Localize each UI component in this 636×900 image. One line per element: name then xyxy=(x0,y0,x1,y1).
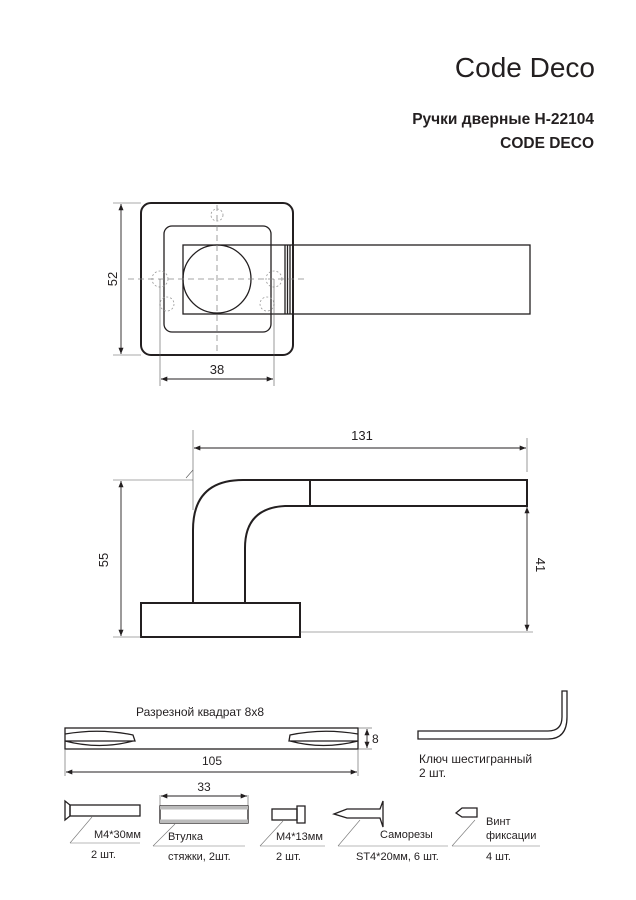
set-screw-qty: 4 шт. xyxy=(486,851,511,863)
top-view: 52 38 xyxy=(105,202,531,386)
sleeve-label: Втулка xyxy=(168,831,204,843)
sleeve: 33 Втулка стяжки, 2шт. xyxy=(152,780,249,863)
wood-screws-qty: ST4*20мм, 6 шт. xyxy=(356,851,439,863)
bolt-m4x30-qty: 2 шт. xyxy=(91,849,116,861)
hex-key: Ключ шестигранный 2 шт. xyxy=(417,690,568,780)
dim-label-55: 55 xyxy=(96,553,111,567)
sleeve-qty: стяжки, 2шт. xyxy=(168,851,231,863)
wood-screws-label: Саморезы xyxy=(380,829,433,841)
set-screw-label-1: Винт xyxy=(486,816,511,828)
bolt-m4x13: M4*13мм 2 шт. xyxy=(259,805,325,863)
dim-label-41: 41 xyxy=(533,558,548,572)
sleeve-dim-33: 33 xyxy=(197,780,211,794)
lever-top xyxy=(182,244,531,315)
bolt-m4x13-label: M4*13мм xyxy=(276,831,323,843)
hex-key-qty: 2 шт. xyxy=(419,766,446,780)
rosette-side xyxy=(140,602,301,638)
side-view: 131 55 41 xyxy=(96,428,548,638)
product-title: Ручки дверные H-22104 xyxy=(412,111,594,128)
dim-label-38: 38 xyxy=(210,362,224,377)
set-screw: Винт фиксации 4 шт. xyxy=(451,807,540,863)
square-bar-label: Разрезной квадрат 8x8 xyxy=(136,705,264,719)
square-bar-dim-8: 8 xyxy=(372,732,379,746)
bolt-m4x30-label: M4*30мм xyxy=(94,829,141,841)
dim-label-131: 131 xyxy=(351,428,373,443)
square-bar: Разрезной квадрат 8x8 8 105 xyxy=(64,705,379,776)
set-screw-label-2: фиксации xyxy=(486,830,536,842)
dim-label-52: 52 xyxy=(105,272,120,286)
bolt-m4x30: M4*30мм 2 шт. xyxy=(64,799,141,861)
square-bar-dim-105: 105 xyxy=(202,754,222,768)
brand-logo: Code Deco xyxy=(455,52,595,83)
product-brand: CODE DECO xyxy=(500,135,594,152)
hex-key-label: Ключ шестигранный xyxy=(419,752,532,766)
bolt-m4x13-qty: 2 шт. xyxy=(276,851,301,863)
wood-screws: Саморезы ST4*20мм, 6 шт. xyxy=(332,800,448,863)
lever-side xyxy=(192,479,528,603)
